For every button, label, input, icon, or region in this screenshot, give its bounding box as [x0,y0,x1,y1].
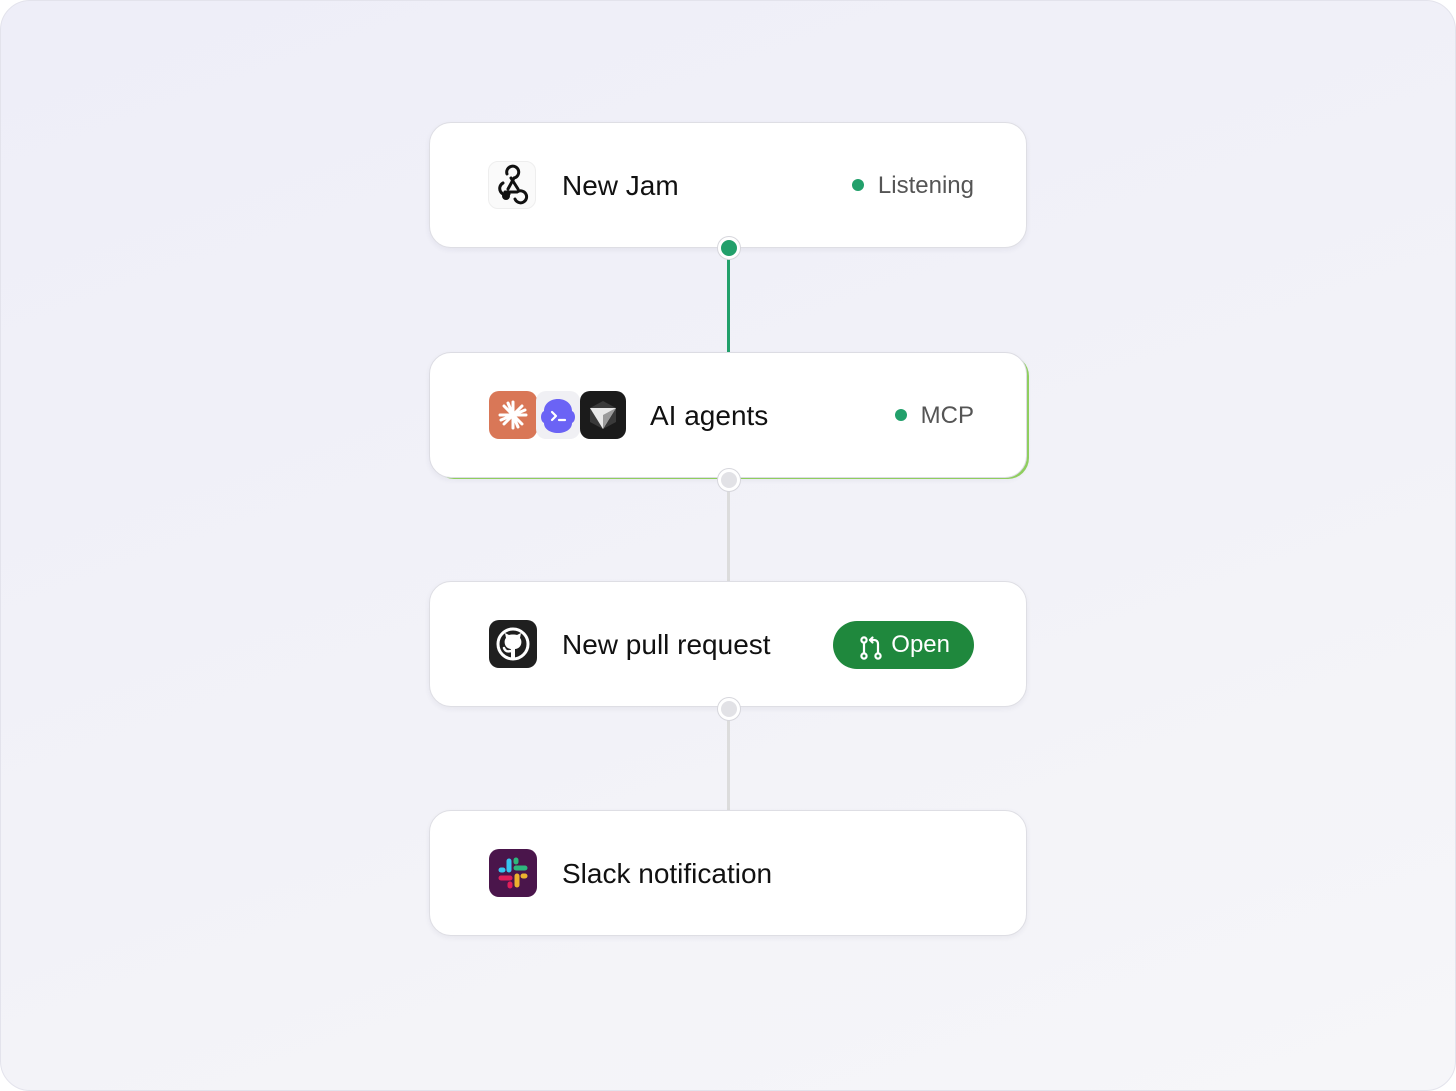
workflow-step-slack-notification[interactable]: Slack notification [429,810,1027,936]
status-dot [851,178,864,191]
status-indicator: Listening [851,123,974,249]
workflow-step-ai-agents[interactable]: AI agents MCP [429,352,1027,478]
status-dot [894,408,907,421]
connector-line-active [727,249,730,353]
status-label: MCP [920,402,974,429]
pr-status-badge: Open [833,621,974,669]
step-title: New Jam [562,170,679,201]
connector-node-active [718,237,740,259]
step-title: New pull request [562,629,771,660]
step-title: AI agents [650,400,769,431]
connector-line [727,481,730,581]
claude-icon [489,391,537,439]
cursor-icon [580,391,626,439]
workflow-step-new-jam[interactable]: New Jam Listening [429,122,1027,248]
webhook-icon [488,161,536,209]
status-label: Listening [877,172,974,199]
terminal-agent-icon [536,391,580,439]
connector-line [727,710,730,810]
pr-status-label: Open [891,631,950,658]
pull-request-icon [857,631,885,660]
workflow-step-new-pull-request[interactable]: New pull request Open [429,581,1027,707]
connector-node [718,469,740,491]
slack-icon [489,849,537,897]
connector-node [718,698,740,720]
status-indicator: MCP [894,353,974,479]
step-title: Slack notification [562,858,773,889]
github-icon [489,620,537,668]
